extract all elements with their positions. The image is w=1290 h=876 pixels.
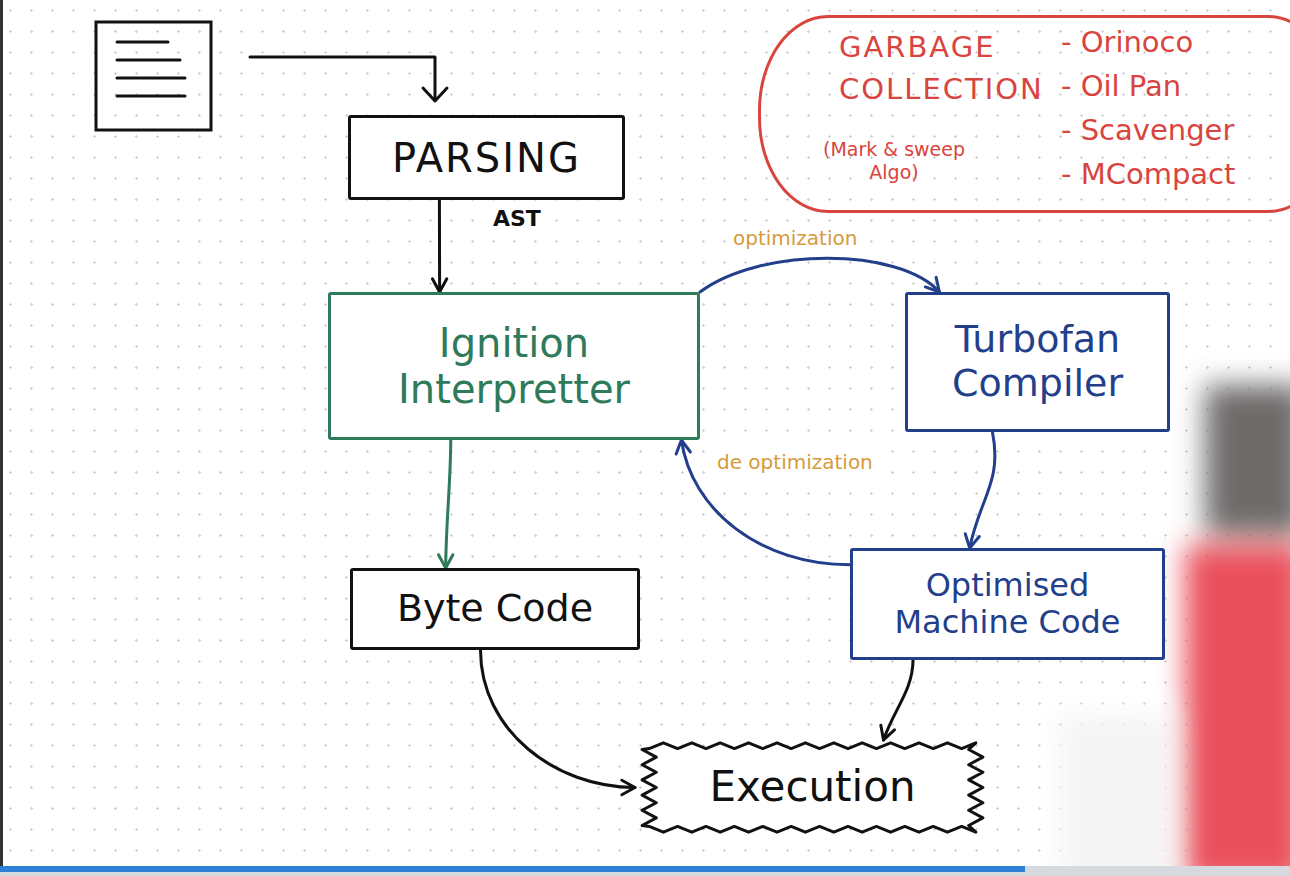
flow-connector (439, 440, 453, 568)
list-item: - Oil Pan (1061, 70, 1181, 103)
list-item: - MCompact (1061, 158, 1235, 191)
region-note: (Mark & sweep Algo) (809, 138, 979, 184)
edge-label: optimization (730, 226, 860, 250)
region-heading: GARBAGE COLLECTION (839, 26, 1069, 110)
execution-cloud: Execution (635, 740, 990, 835)
list-item: - Scavenger (1061, 114, 1234, 147)
arrow-head (676, 440, 690, 454)
node-label: PARSING (392, 135, 581, 181)
node-label: Byte Code (397, 587, 593, 631)
arrow-head (622, 780, 635, 794)
edge-label: AST (490, 206, 544, 231)
flow-connector (481, 650, 636, 795)
connector-line (884, 660, 914, 740)
flow-connector (965, 432, 995, 548)
node-label: Ignition Interpretter (343, 320, 685, 412)
node-label: Optimised Machine Code (865, 567, 1150, 641)
connector-line (446, 440, 451, 568)
interpreter-box: Ignition Interpretter (328, 292, 700, 440)
window-edge (0, 0, 3, 866)
arrow-head (439, 555, 453, 568)
connector-line (700, 258, 939, 292)
arrow-head (965, 534, 979, 548)
connector-line (481, 650, 636, 788)
process-box: PARSING (348, 115, 625, 200)
gc-region: GARBAGE COLLECTION (Mark & sweep Algo) - O… (758, 15, 1290, 213)
connector-line (438, 200, 441, 292)
bytecode-box: Byte Code (350, 568, 640, 650)
flow-connector (432, 200, 446, 292)
arrow-head (925, 277, 939, 292)
arrow-head (881, 725, 895, 740)
machine-code-box: Optimised Machine Code (850, 548, 1165, 660)
list-item: - Orinoco (1061, 26, 1193, 59)
edge-label: de optimization (714, 450, 876, 474)
arrow-head (432, 279, 446, 292)
connector-line (970, 432, 995, 548)
compiler-box: Turbofan Compiler (905, 292, 1170, 432)
progress-track (0, 866, 1290, 876)
flow-connector (881, 660, 913, 740)
document-icon (96, 22, 211, 130)
input-arrow (250, 57, 447, 101)
flow-connector (700, 258, 939, 292)
progress-bar (0, 866, 1025, 872)
node-label: Execution (709, 763, 915, 811)
node-label: Turbofan Compiler (920, 318, 1155, 405)
